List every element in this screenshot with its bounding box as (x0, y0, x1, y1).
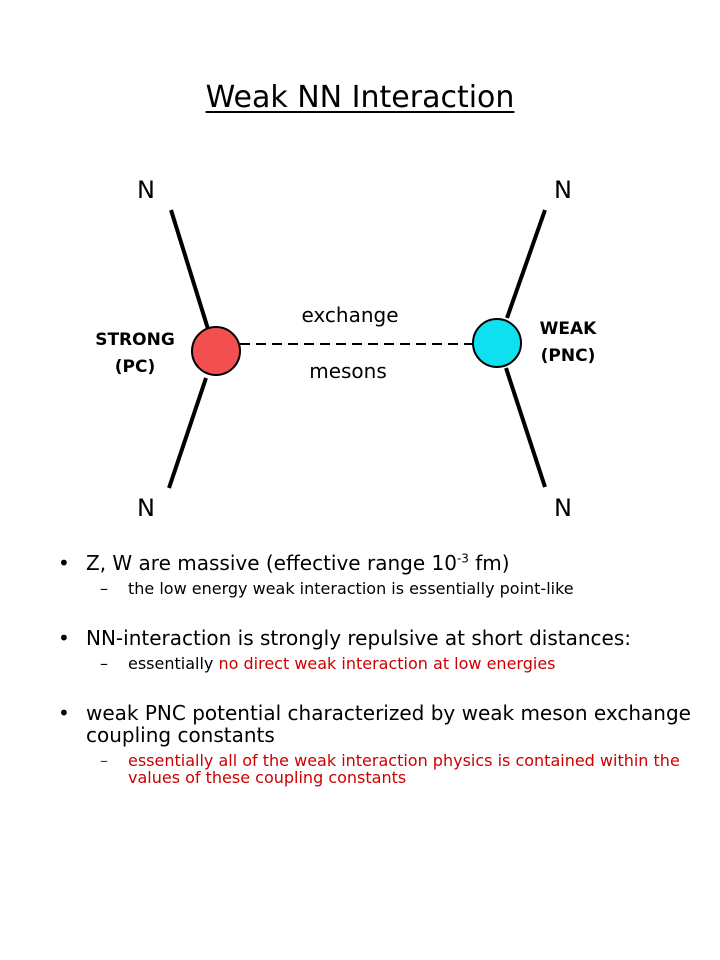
strong-label-line2: (PC) (115, 357, 155, 377)
bullet-dot: • (58, 701, 70, 725)
sub-bullet-prefix: essentially (128, 654, 219, 673)
right-top-nucleon-line (505, 209, 547, 319)
nucleon-label-top-left: N (137, 176, 155, 204)
sub-bullet-highlight: no direct weak interaction at low energi… (218, 654, 556, 673)
nucleon-label-bottom-left: N (137, 494, 155, 522)
bullet-item: • Z, W are massive (effective range 10-3… (58, 552, 698, 574)
strong-vertex (191, 326, 241, 376)
left-bottom-nucleon-line (167, 377, 208, 489)
right-bottom-nucleon-line (504, 367, 547, 488)
strong-label-line1: STRONG (95, 330, 175, 350)
weak-vertex (472, 318, 522, 368)
bullet-item: • weak PNC potential characterized by we… (58, 702, 698, 746)
page-title: Weak NN Interaction (205, 80, 515, 115)
feynman-diagram: N N N N STRONG (PC) WEAK (PNC) exchange … (95, 176, 598, 522)
weak-label-line1: WEAK (540, 319, 598, 339)
bullet-list: • Z, W are massive (effective range 10-3… (58, 552, 698, 786)
sub-bullet-item: – essentially no direct weak interaction… (58, 655, 698, 672)
sub-bullet-text: essentially all of the weak interaction … (128, 751, 680, 787)
exchange-label: exchange (301, 303, 398, 327)
bullet-text: weak PNC potential characterized by weak… (86, 701, 691, 747)
bullet-dot: • (58, 551, 70, 575)
sub-bullet-dash: – (100, 579, 108, 598)
sub-bullet-text: the low energy weak interaction is essen… (128, 579, 574, 598)
weak-label-line2: (PNC) (541, 346, 596, 366)
sub-bullet-item: – essentially all of the weak interactio… (58, 752, 698, 786)
nucleon-label-bottom-right: N (554, 494, 572, 522)
sub-bullet-dash: – (100, 751, 108, 770)
bullet-superscript: -3 (456, 551, 469, 566)
bullet-dot: • (58, 626, 70, 650)
nucleon-label-top-right: N (554, 176, 572, 204)
bullet-item: • NN-interaction is strongly repulsive a… (58, 627, 698, 649)
sub-bullet-dash: – (100, 654, 108, 673)
bullet-text-suffix: fm) (468, 551, 510, 575)
bullet-text-prefix: Z, W are massive (effective range 10 (86, 551, 457, 575)
sub-bullet-item: – the low energy weak interaction is ess… (58, 580, 698, 597)
left-top-nucleon-line (169, 209, 210, 330)
mesons-label: mesons (309, 359, 387, 383)
bullet-text: NN-interaction is strongly repulsive at … (86, 626, 631, 650)
